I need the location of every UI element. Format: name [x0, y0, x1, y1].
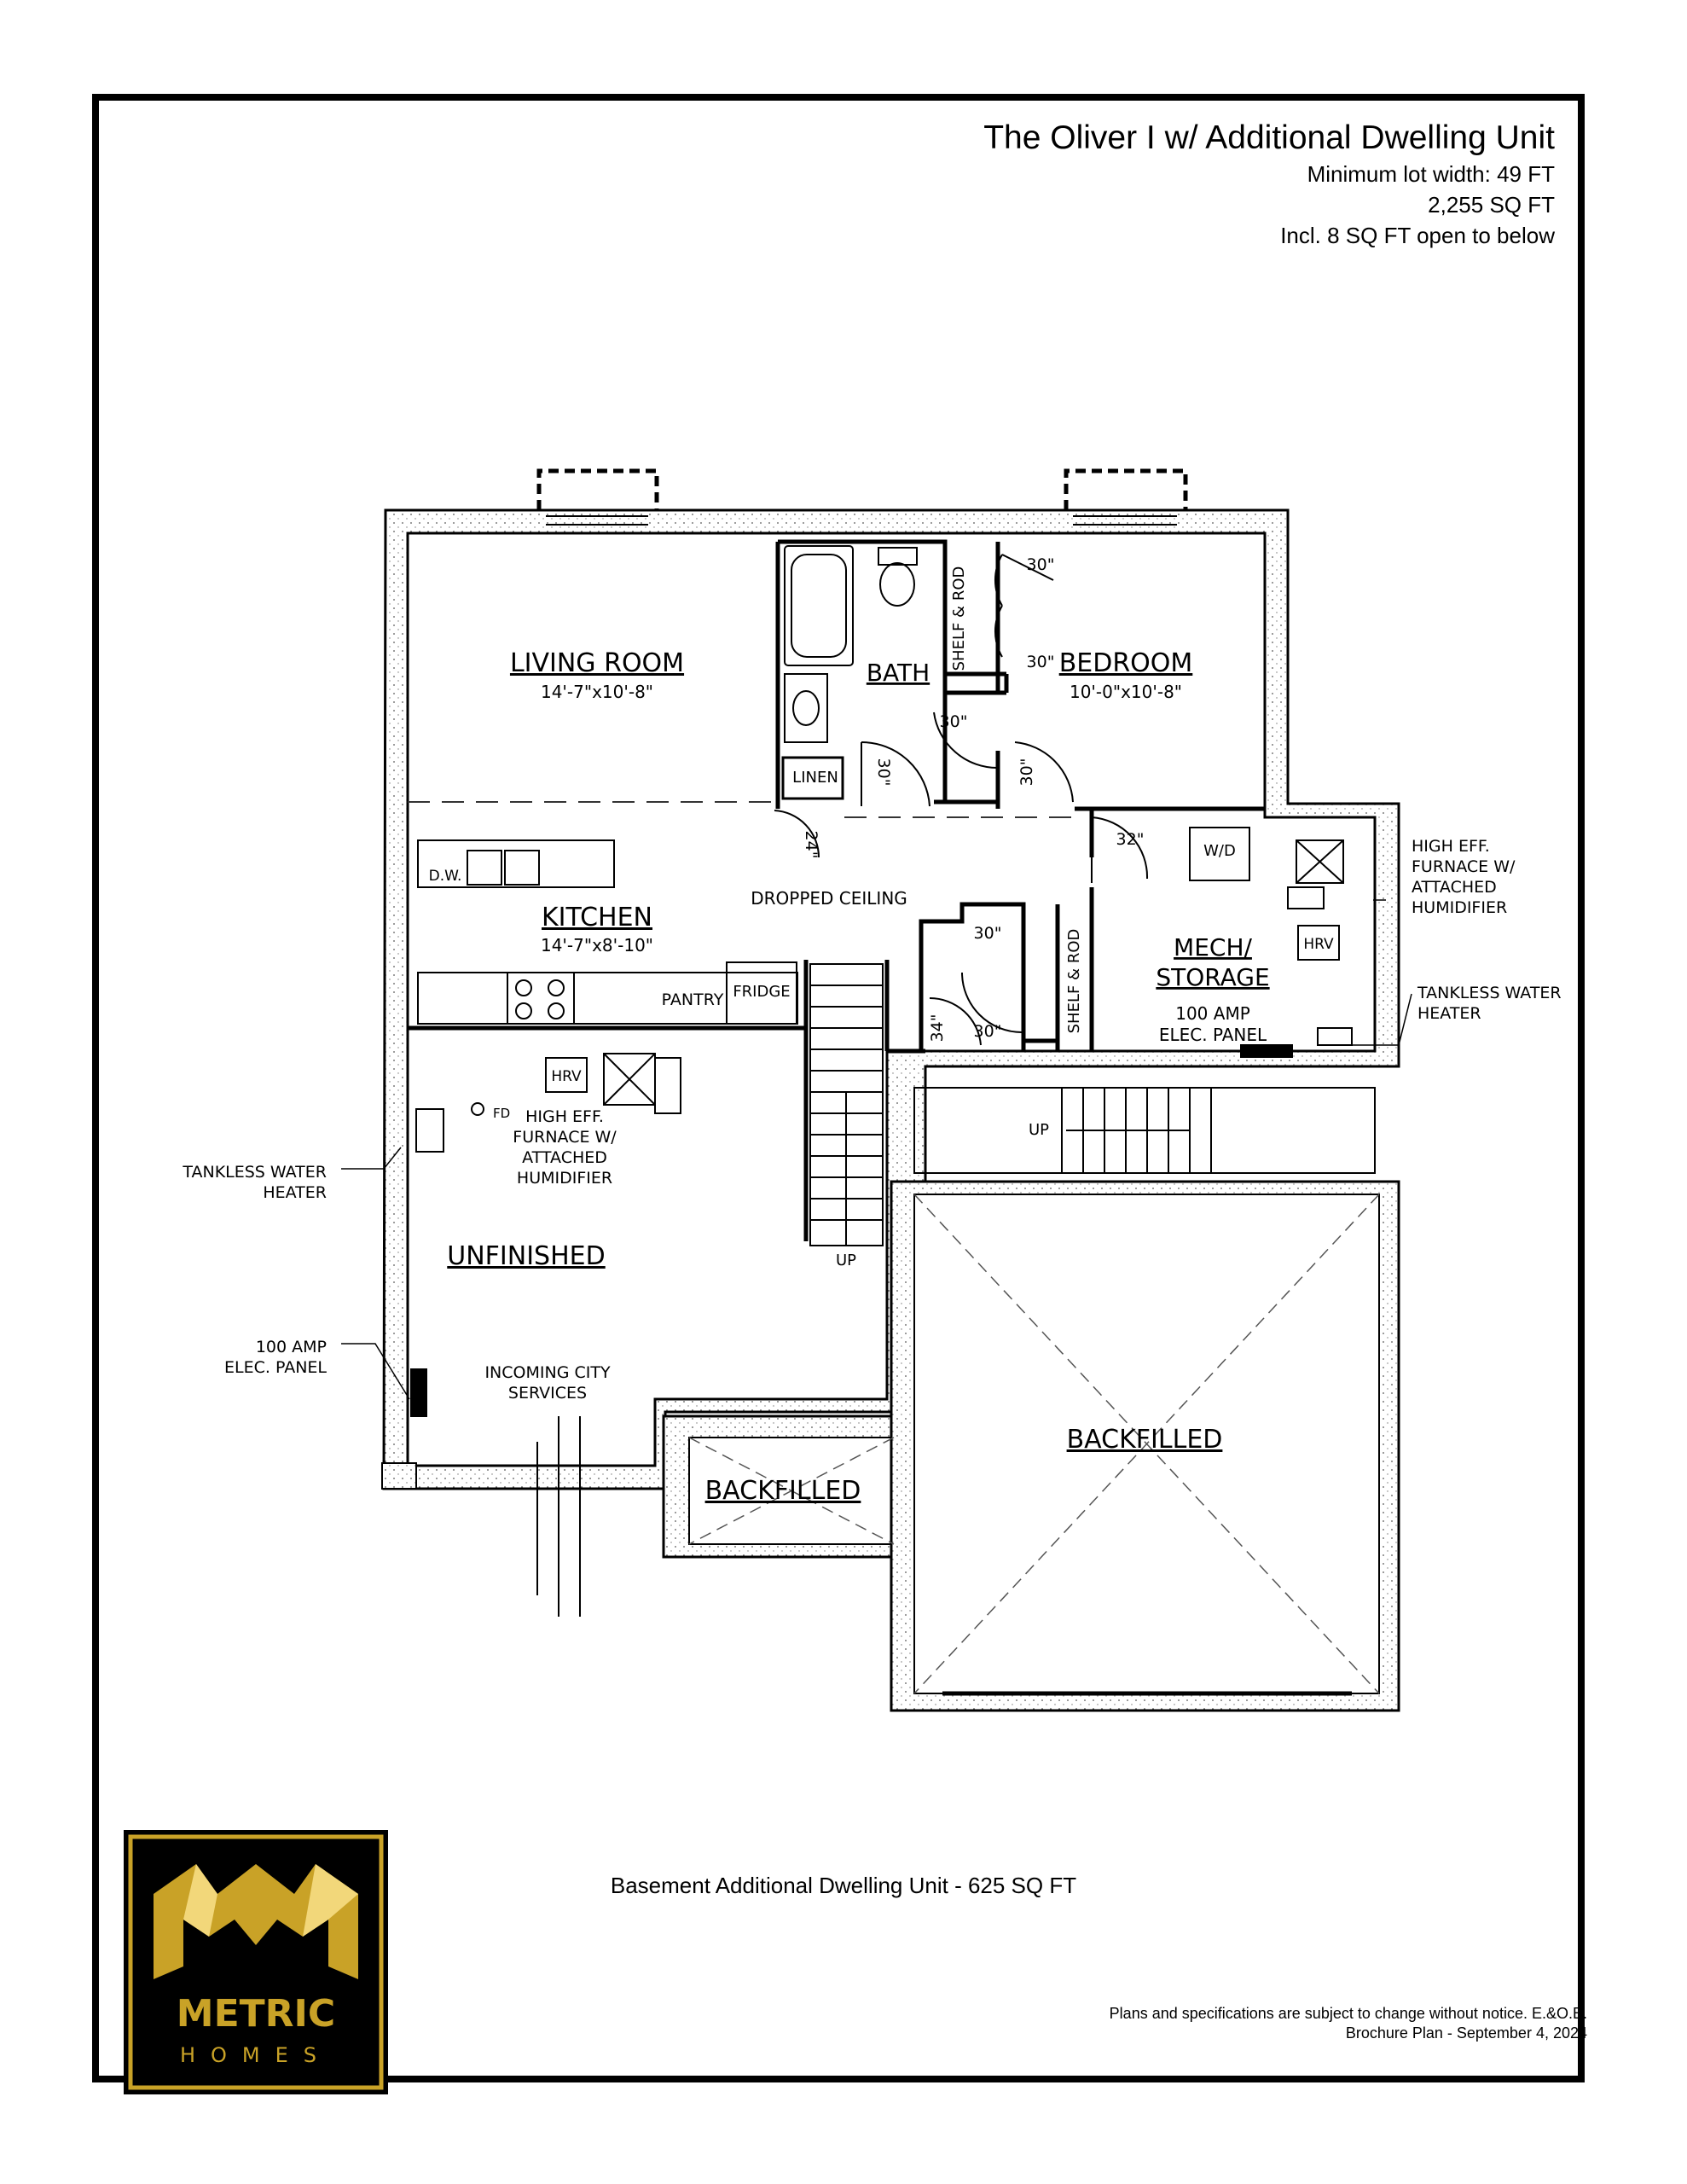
- svg-text:INCOMING CITY: INCOMING CITY: [484, 1363, 610, 1382]
- backfilled-large-label: BACKFILLED: [1067, 1425, 1223, 1455]
- plan-caption: Basement Additional Dwelling Unit - 625 …: [610, 1873, 1077, 1898]
- door-size: 30": [1027, 555, 1055, 574]
- storage-label: STORAGE: [1156, 963, 1269, 991]
- svg-text:HEATER: HEATER: [263, 1183, 327, 1202]
- door-size: 30": [974, 1022, 1002, 1041]
- bedroom-label: BEDROOM: [1059, 648, 1193, 678]
- kitchen-dim: 14'-7"x8'-10": [541, 935, 653, 956]
- svg-text:ATTACHED: ATTACHED: [522, 1148, 607, 1167]
- kitchen-counters: [417, 839, 798, 1025]
- stairs: [809, 963, 1376, 1246]
- door-size: 32": [1116, 830, 1145, 849]
- callout-panel-left: 100 AMP ELEC. PANEL: [224, 1338, 327, 1377]
- mech-panel-amp: 100 AMP: [1175, 1003, 1250, 1024]
- window-wells: [536, 468, 1188, 510]
- living-room-dim: 14'-7"x10'-8": [541, 682, 653, 702]
- unfinished-label: UNFINISHED: [447, 1241, 605, 1271]
- square-footage: 2,255 SQ FT: [1428, 192, 1555, 218]
- svg-text:FURNACE W/: FURNACE W/: [1412, 857, 1516, 876]
- svg-text:TANKLESS WATER: TANKLESS WATER: [1417, 984, 1562, 1002]
- city-service-lines: [536, 1416, 581, 1617]
- windows: [546, 515, 1177, 526]
- svg-text:100 AMP: 100 AMP: [256, 1338, 327, 1356]
- floor-drain-label: FD: [493, 1106, 510, 1121]
- bath-label: BATH: [867, 659, 930, 687]
- open-to-below: Incl. 8 SQ FT open to below: [1280, 223, 1555, 248]
- logo-word-homes: HOMES: [180, 2043, 332, 2067]
- washer-dryer-label: W/D: [1203, 842, 1236, 860]
- door-size: 30": [940, 712, 968, 731]
- stairs-up-label: UP: [836, 1252, 856, 1269]
- svg-text:ATTACHED: ATTACHED: [1412, 878, 1497, 897]
- metric-homes-logo: METRIC HOMES: [124, 1830, 388, 2094]
- svg-text:HIGH EFF.: HIGH EFF.: [1412, 837, 1490, 856]
- door-swings: [774, 554, 1149, 1046]
- garage-stairs-up-label: UP: [1029, 1121, 1049, 1139]
- page-frame: [92, 94, 1585, 2082]
- backfilled-small-label: BACKFILLED: [705, 1476, 861, 1506]
- shelf-rod-hall-label: SHELF & ROD: [1065, 929, 1083, 1034]
- pantry-label: PANTRY: [662, 990, 724, 1009]
- callout-furnace-left: HIGH EFF. FURNACE W/ ATTACHED HUMIDIFIER: [513, 1107, 617, 1188]
- bedroom-dim: 10'-0"x10'-8": [1070, 682, 1182, 702]
- door-size: 30": [1017, 758, 1036, 787]
- legal-line-2: Brochure Plan - September 4, 2024: [1345, 2024, 1587, 2042]
- interior-walls: [408, 539, 1265, 1241]
- callout-furnace-right: HIGH EFF. FURNACE W/ ATTACHED HUMIDIFIER: [1412, 837, 1516, 917]
- door-size: 30": [1027, 653, 1055, 671]
- dishwasher-label: D.W.: [429, 868, 462, 885]
- callout-leaders: [341, 899, 1412, 1400]
- fridge-label: FRIDGE: [733, 983, 790, 1001]
- legal-notice: Plans and specifications are subject to …: [1110, 2004, 1587, 2043]
- living-room-label: LIVING ROOM: [510, 648, 684, 678]
- plan-title: The Oliver I w/ Additional Dwelling Unit: [983, 119, 1555, 156]
- legal-line-1: Plans and specifications are subject to …: [1109, 2005, 1587, 2022]
- svg-text:HUMIDIFIER: HUMIDIFIER: [517, 1169, 612, 1188]
- kitchen-label: KITCHEN: [542, 903, 652, 932]
- door-size: 24": [802, 831, 820, 859]
- bath-fixtures: [784, 545, 918, 743]
- logo-mark: METRIC HOMES: [128, 1834, 384, 2090]
- svg-text:TANKLESS WATER: TANKLESS WATER: [182, 1163, 327, 1182]
- lot-width: Minimum lot width: 49 FT: [1307, 161, 1555, 187]
- callout-water-heater-right: TANKLESS WATER HEATER: [1417, 984, 1562, 1023]
- foundation-walls: [381, 508, 1400, 1712]
- plan-header: The Oliver I w/ Additional Dwelling Unit…: [983, 118, 1555, 251]
- svg-text:HEATER: HEATER: [1417, 1004, 1481, 1023]
- svg-text:SERVICES: SERVICES: [508, 1384, 587, 1403]
- door-size: 30": [874, 758, 893, 787]
- backfill-cross-lines: [688, 1194, 1380, 1694]
- mech-panel-elec: ELEC. PANEL: [1159, 1025, 1267, 1045]
- mech-equipment: [410, 827, 1353, 1417]
- svg-text:ELEC. PANEL: ELEC. PANEL: [224, 1358, 327, 1377]
- hrv-unfinished-label: HRV: [551, 1068, 582, 1085]
- callout-water-heater-left: TANKLESS WATER HEATER: [182, 1163, 327, 1202]
- svg-text:HIGH EFF.: HIGH EFF.: [525, 1107, 604, 1126]
- linen-label: LINEN: [792, 769, 838, 787]
- svg-text:FURNACE W/: FURNACE W/: [513, 1128, 617, 1147]
- dropped-ceiling-label: DROPPED CEILING: [751, 888, 907, 909]
- callout-city-services: INCOMING CITY SERVICES: [484, 1363, 610, 1403]
- door-size: 30": [974, 924, 1002, 943]
- hrv-mech-label: HRV: [1303, 936, 1334, 953]
- logo-word-metric: METRIC: [177, 1992, 335, 2036]
- shelf-rod-bath-label: SHELF & ROD: [950, 566, 968, 671]
- door-size: 34": [928, 1014, 947, 1043]
- mech-label: MECH/: [1174, 933, 1252, 961]
- svg-text:HUMIDIFIER: HUMIDIFIER: [1412, 898, 1507, 917]
